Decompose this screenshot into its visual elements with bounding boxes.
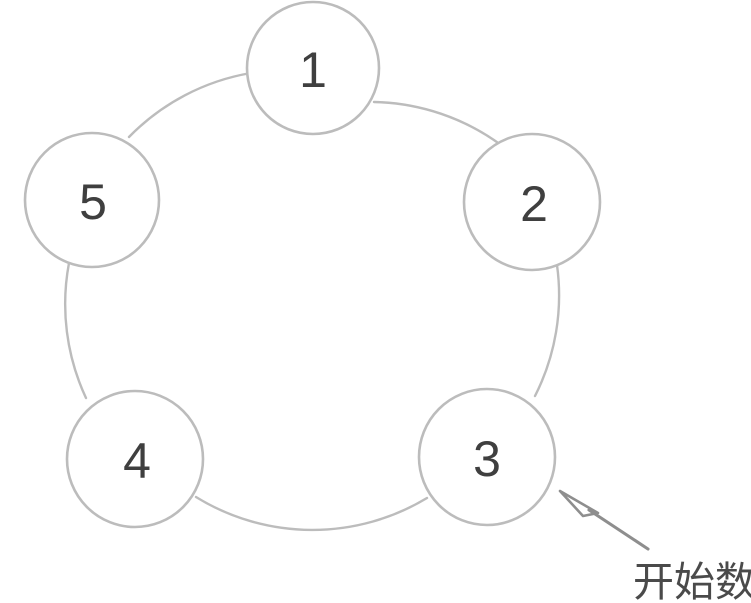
node-label-5: 5 — [79, 174, 107, 230]
node-label-4: 4 — [123, 433, 151, 489]
arrow-shaft — [587, 508, 650, 551]
node-circle-2[interactable] — [462, 132, 602, 272]
node-circle-4[interactable] — [65, 389, 205, 529]
annotation-text: 开始数 — [633, 558, 751, 603]
node-circle-5[interactable] — [23, 131, 161, 269]
arrowhead-icon — [558, 489, 600, 518]
edge-1-to-2 — [372, 100, 503, 147]
node-label-group: 1 2 3 4 5 — [79, 42, 548, 489]
node-label-1: 1 — [299, 42, 327, 98]
node-label-3: 3 — [473, 431, 501, 487]
node-label-2: 2 — [520, 176, 548, 232]
node-circle-3[interactable] — [417, 387, 557, 527]
edge-3-to-4 — [194, 495, 429, 532]
edge-5-to-1 — [127, 71, 253, 139]
node-group — [23, 0, 602, 529]
annotation-arrow — [558, 489, 650, 551]
edge-2-to-3 — [533, 263, 561, 398]
edge-group — [64, 71, 561, 532]
node-circle-1[interactable] — [245, 0, 381, 136]
edge-4-to-5 — [64, 261, 88, 400]
